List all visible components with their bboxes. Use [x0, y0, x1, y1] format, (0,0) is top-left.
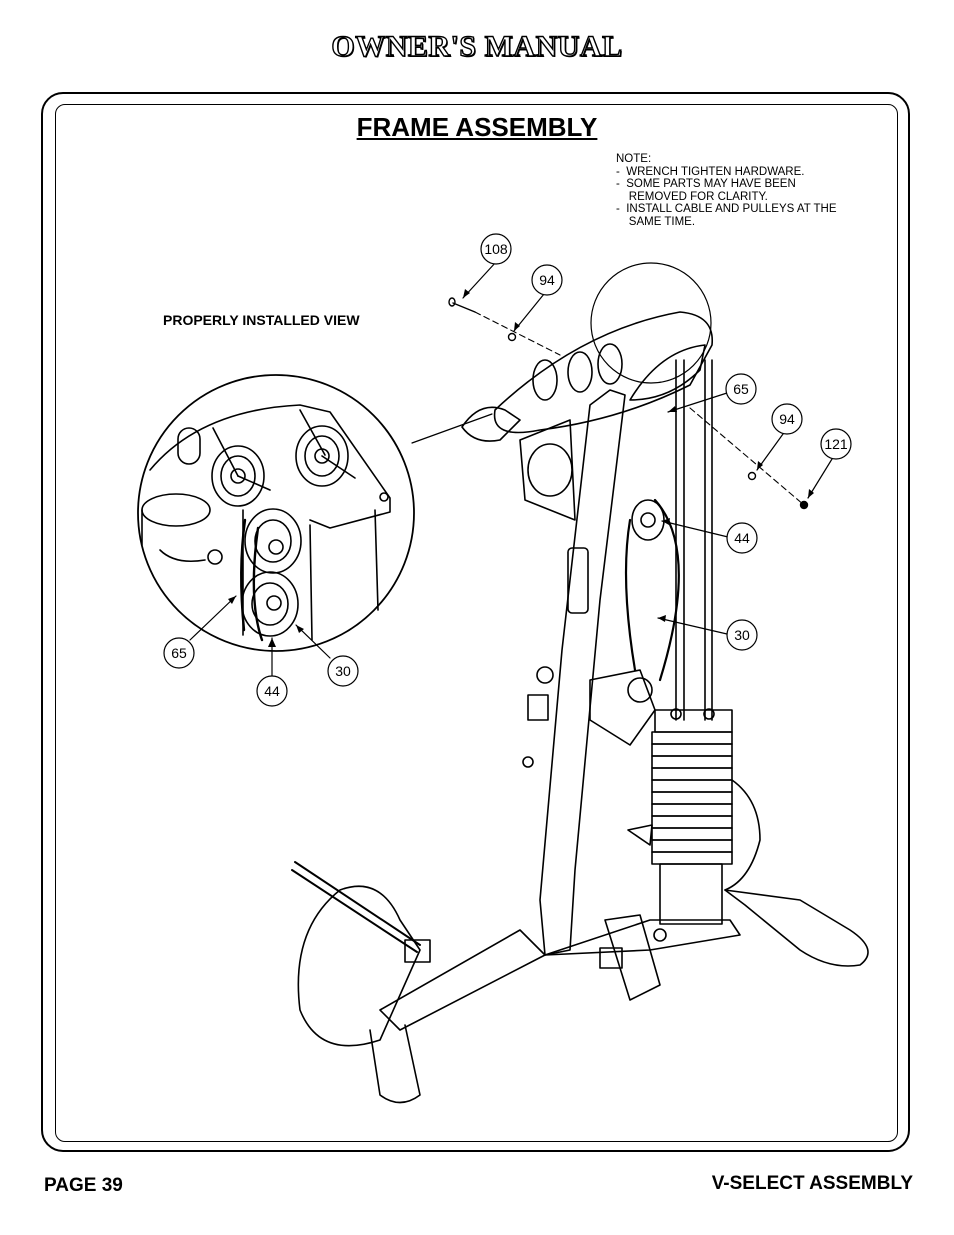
callout-label: 94 [539, 272, 555, 288]
detail-view-circle [137, 374, 493, 652]
callout-label: 94 [779, 411, 795, 427]
note-line: SAME TIME. [616, 215, 696, 228]
machine-frame [291, 262, 869, 1104]
callout-label: 65 [171, 645, 187, 661]
note-line: - WRENCH TIGHTEN HARDWARE. [616, 165, 805, 178]
leader-arrows [228, 289, 814, 647]
callout-44-main: 44 [726, 522, 758, 554]
note-line: - INSTALL CABLE AND PULLEYS AT THE [616, 203, 837, 215]
section-footer: V-SELECT ASSEMBLY [711, 1173, 913, 1194]
callout-label: 30 [335, 663, 351, 679]
callout-44-detail: 44 [256, 675, 288, 707]
note-line: REMOVED FOR CLARITY. [616, 190, 768, 203]
callout-65-main: 65 [725, 373, 757, 405]
page-border-inner [55, 104, 898, 1142]
callout-label: 44 [734, 530, 750, 546]
page-number: PAGE 39 [44, 1175, 123, 1196]
page-border-outer [41, 92, 910, 1152]
weight-stack [651, 708, 733, 925]
note-line: - SOME PARTS MAY HAVE BEEN [616, 178, 796, 190]
callout-65-detail: 65 [163, 637, 195, 669]
detail-view-label: PROPERLY INSTALLED VIEW [163, 312, 360, 328]
callout-121: 121 [820, 428, 852, 460]
assembly-lines [474, 311, 805, 506]
callout-108: 108 [480, 233, 512, 265]
callout-label: 44 [264, 683, 280, 699]
section-title: FRAME ASSEMBLY [356, 112, 598, 142]
callout-label: 108 [484, 241, 508, 257]
callout-label: 121 [824, 436, 848, 452]
callout-94-right: 94 [771, 403, 803, 435]
hardware [448, 297, 809, 510]
note-line: NOTE: [616, 153, 652, 165]
callout-94-top: 94 [531, 264, 563, 296]
callout-label: 30 [734, 627, 750, 643]
assembly-note: NOTE: - WRENCH TIGHTEN HARDWARE. - SOME … [616, 153, 837, 228]
callout-30-main: 30 [726, 619, 758, 651]
callout-label: 65 [733, 381, 749, 397]
manual-title: OWNER'S MANUAL [331, 29, 623, 63]
callout-30-detail: 30 [327, 655, 359, 687]
